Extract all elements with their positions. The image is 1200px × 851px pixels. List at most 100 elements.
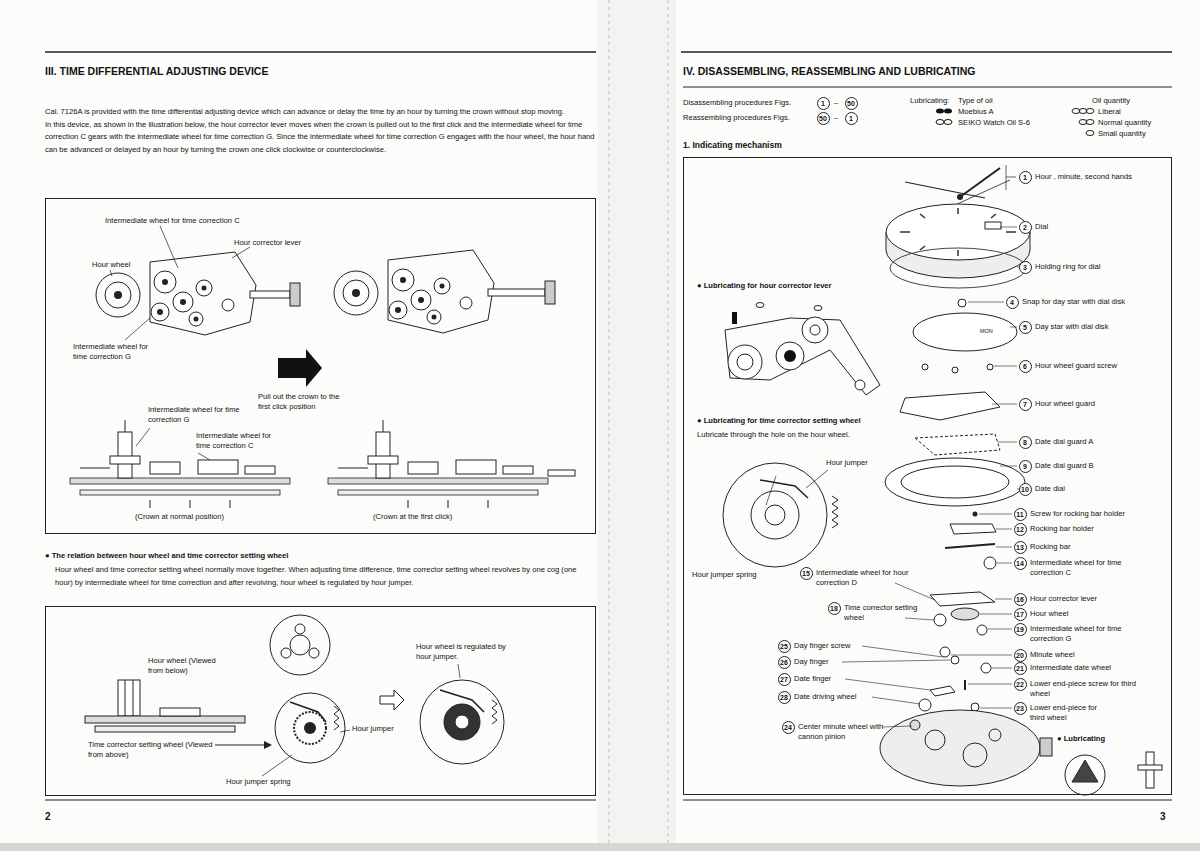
figure-frame: ● Lubricating for hour corrector lever ● …: [683, 157, 1172, 795]
callout-circle: 14: [1014, 557, 1027, 570]
figure-label: Intermediate wheel for time correction C: [1030, 558, 1122, 578]
figure-label: Screw for rocking bar holder: [1030, 509, 1125, 519]
callout-circle: 7: [1019, 398, 1032, 411]
callout-circle: 20: [1014, 649, 1027, 662]
callout-circle: 12: [1014, 523, 1027, 536]
callout-number: 15: [801, 568, 812, 579]
figure-label: Intermediate wheel for time correction G: [73, 342, 161, 362]
callout-number: 14: [1015, 558, 1026, 569]
figure-label: Dial: [1035, 222, 1048, 232]
legend-text: Normal quantity: [1098, 118, 1151, 128]
callout-number: 9: [1020, 461, 1031, 472]
callout-number: 28: [779, 692, 790, 703]
callout-circle: 27: [778, 673, 791, 686]
figure-label: Lubricate through the hole on the hour w…: [697, 430, 857, 440]
page-number: 2: [45, 810, 51, 823]
callout-number: 23: [1015, 703, 1026, 714]
figure-label: Minute wheel: [1030, 650, 1075, 660]
callout-number: 22: [1015, 679, 1026, 690]
callout-number: 21: [1015, 663, 1026, 674]
figure-label: Date finger: [794, 674, 831, 684]
callout-number: 24: [783, 722, 794, 733]
callout-number: 11: [1015, 509, 1026, 520]
figure-label: Hour wheel is regulated by hour jumper.: [416, 642, 511, 662]
text-label: Reassembling procedures Figs.: [683, 113, 790, 123]
callout-circle: 2: [1019, 221, 1032, 234]
figure-label: Hour jumper spring: [692, 570, 757, 580]
figure-label: Hour wheel (Viewed from below): [148, 656, 233, 676]
figure-frame: Hour wheel (Viewed from below) Time corre…: [45, 606, 596, 796]
figure-label: Hour , minute, second hands: [1035, 172, 1132, 182]
figure-label: Date dial guard B: [1035, 461, 1094, 471]
legend-text: SEIKO Watch Oil S-6: [958, 118, 1030, 128]
figure-label: Hour jumper: [826, 458, 868, 468]
callout-circle: 24: [782, 721, 795, 734]
callout-circle: 3: [1019, 261, 1032, 274]
callout-number: 3: [1020, 262, 1031, 273]
figure-label: Intermediate wheel for time correction C: [196, 431, 281, 451]
callout-circle: 16: [1014, 593, 1027, 606]
callout-circle: 1: [817, 97, 830, 110]
callout-circle: 21: [1014, 662, 1027, 675]
callout-number: 4: [1007, 297, 1018, 308]
figure-label: Hour wheel guard screw: [1035, 361, 1117, 371]
callout-circle: 5: [1019, 321, 1032, 334]
figure-label: Intermediate wheel for hour correction D: [816, 568, 916, 588]
figure-label: Date dial guard A: [1035, 437, 1093, 447]
page-number: 3: [1160, 810, 1166, 823]
callout-circle: 17: [1014, 608, 1027, 621]
legend-text: Liberal: [1098, 107, 1121, 117]
figure-label: Hour corrector lever: [1030, 594, 1097, 604]
callout-number: 1: [1020, 172, 1031, 183]
callout-circle: 9: [1019, 460, 1032, 473]
callout-number: 27: [779, 674, 790, 685]
callout-number: 19: [1015, 624, 1026, 635]
callout-number: 50: [846, 98, 857, 109]
callout-circle: 18: [828, 602, 841, 615]
figure-label: Day finger: [794, 657, 829, 667]
figure-label: Day finger screw: [794, 641, 851, 651]
callout-circle: 10: [1019, 483, 1032, 496]
figure-label: Day star with dial disk: [1035, 322, 1108, 332]
legend-text: Moebius A: [958, 107, 993, 117]
figure-frame: Intermediate wheel for time correction C…: [45, 198, 596, 534]
text-label: Hour wheel and time corrector setting wh…: [55, 564, 595, 589]
legend-text: Small quantity: [1098, 129, 1146, 139]
callout-number: 5: [1020, 322, 1031, 333]
callout-circle: 50: [817, 112, 830, 125]
figure-label: Date driving wheel: [794, 692, 856, 702]
figure-label: Hour corrector lever: [234, 238, 301, 248]
callout-circle: 4: [1006, 296, 1019, 309]
callout-circle: 6: [1019, 360, 1032, 373]
callout-number: 8: [1020, 437, 1031, 448]
callout-circle: 23: [1014, 702, 1027, 715]
callout-circle: 8: [1019, 436, 1032, 449]
callout-number: 17: [1015, 609, 1026, 620]
figure-label: ● Lubricating for time corrector setting…: [697, 416, 861, 426]
callout-circle: 50: [845, 97, 858, 110]
figure-label: Hour wheel: [1030, 609, 1068, 619]
callout-circle: 1: [845, 112, 858, 125]
figure-label: Lower end-piece screw for third wheel: [1030, 679, 1140, 699]
figure-label: Time corrector setting wheel: [844, 603, 924, 623]
figure-label: Holding ring for dial: [1035, 262, 1100, 272]
figure-label: ● Lubricating for hour corrector lever: [697, 281, 832, 291]
figure-label: Center minute wheel with cannon pinion: [798, 722, 888, 742]
callout-circle: 13: [1014, 541, 1027, 554]
text-label: Lubricating:: [910, 96, 949, 106]
figure-label: Hour jumper: [352, 724, 394, 734]
callout-circle: 26: [778, 656, 791, 669]
text-label: ● The relation between hour wheel and ti…: [45, 551, 288, 561]
text-label: Cal. 7126A is provided with the time dif…: [45, 106, 595, 119]
figure-label: Time corrector setting wheel (Viewed fro…: [88, 740, 213, 760]
callout-number: 20: [1015, 650, 1026, 661]
callout-number: 10: [1020, 484, 1031, 495]
text-label: Type of oil: [958, 96, 993, 106]
text-label: In this device, as shown in the illustra…: [45, 119, 595, 157]
callout-number: 16: [1015, 594, 1026, 605]
figure-label: Hour jumper spring: [226, 777, 291, 787]
callout-number: 2: [1020, 222, 1031, 233]
figure-label: Snap for day star with dial disk: [1022, 297, 1125, 307]
section-heading: IV. DISASSEMBLING, REASSEMBLING AND LUBR…: [683, 64, 975, 78]
figure-label: (Crown at normal position): [135, 512, 224, 522]
